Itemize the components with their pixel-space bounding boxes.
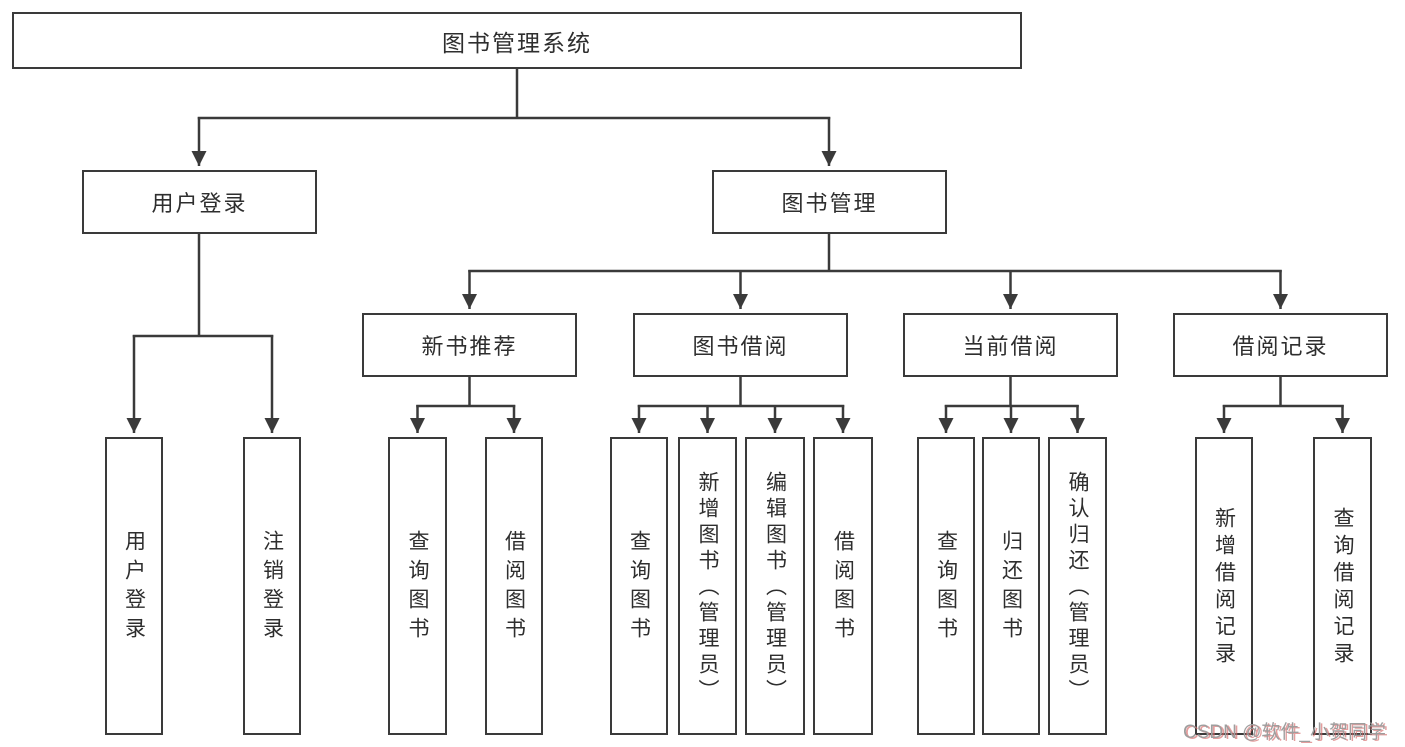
node-book-management: 图书管理 [712,170,947,234]
node-leaf-user-login: 用户登录 [105,437,163,735]
node-leaf-borrow-books: 借阅图书 [485,437,543,735]
node-leaf-add-borrow-record: 新增借阅记录 [1195,437,1253,735]
node-leaf-add-books-admin: 新增图书（管理员） [678,437,737,735]
node-user-login: 用户登录 [82,170,317,234]
node-book-borrowing: 图书借阅 [633,313,848,377]
node-leaf-confirm-return-admin: 确认归还（管理员） [1048,437,1107,735]
node-leaf-borrow-books: 借阅图书 [813,437,873,735]
node-system-root: 图书管理系统 [12,12,1022,69]
node-current-borrowing: 当前借阅 [903,313,1118,377]
node-leaf-query-books: 查询图书 [388,437,447,735]
node-leaf-query-borrow-record: 查询借阅记录 [1313,437,1372,735]
node-leaf-return-books: 归还图书 [982,437,1040,735]
node-leaf-logout: 注销登录 [243,437,301,735]
node-new-book-recommend: 新书推荐 [362,313,577,377]
node-borrowing-records: 借阅记录 [1173,313,1388,377]
csdn-watermark: CSDN @软件_小贺同学 [1183,722,1386,743]
node-leaf-query-books: 查询图书 [917,437,975,735]
node-leaf-edit-books-admin: 编辑图书（管理员） [745,437,805,735]
node-leaf-query-books: 查询图书 [610,437,668,735]
